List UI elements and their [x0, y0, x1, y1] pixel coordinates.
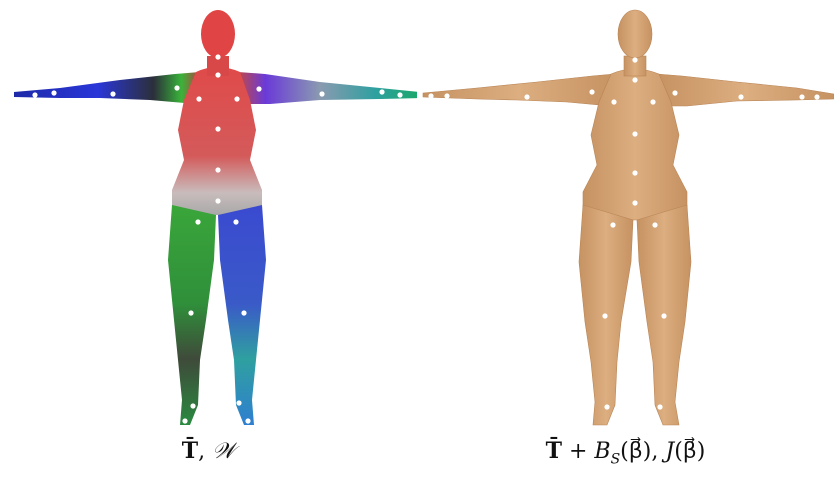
joint — [215, 54, 220, 59]
joint — [110, 91, 115, 96]
joint — [672, 90, 677, 95]
joint — [241, 310, 246, 315]
joint — [234, 96, 239, 101]
joint — [632, 131, 637, 136]
template-mesh-panel: T̄, 𝒲 — [0, 0, 417, 477]
left-caption: T̄, 𝒲 — [0, 438, 417, 464]
right-arm — [238, 72, 417, 104]
joint — [174, 85, 179, 90]
joint — [215, 167, 220, 172]
joint — [379, 89, 384, 94]
joint — [650, 99, 655, 104]
joint — [182, 418, 187, 423]
joint — [738, 94, 743, 99]
shaped-mesh-panel: T̄ + BS(β⃗), J(β⃗) — [417, 0, 834, 477]
joint — [652, 222, 657, 227]
joint — [602, 313, 607, 318]
joint — [814, 94, 819, 99]
head — [618, 10, 652, 58]
joint — [245, 418, 250, 423]
right-leg — [218, 205, 266, 425]
joint — [195, 219, 200, 224]
joint — [397, 92, 402, 97]
joint — [589, 89, 594, 94]
joint — [215, 126, 220, 131]
right-arm — [657, 74, 834, 106]
head — [201, 10, 235, 58]
joint — [799, 94, 804, 99]
joint — [632, 200, 637, 205]
joint — [196, 96, 201, 101]
left-arm — [423, 74, 615, 106]
joint — [32, 92, 37, 97]
joint — [604, 404, 609, 409]
joint — [610, 222, 615, 227]
joint — [611, 99, 616, 104]
joint — [632, 170, 637, 175]
joint — [657, 404, 662, 409]
template-body-figure — [0, 0, 417, 477]
joint — [632, 77, 637, 82]
joint — [215, 72, 220, 77]
joint — [444, 93, 449, 98]
joint — [524, 94, 529, 99]
joint — [236, 400, 241, 405]
joint — [188, 310, 193, 315]
joint — [632, 57, 637, 62]
joint — [190, 403, 195, 408]
shaped-body-figure — [417, 0, 834, 477]
joint — [233, 219, 238, 224]
right-caption: T̄ + BS(β⃗), J(β⃗) — [417, 438, 834, 467]
joint — [661, 313, 666, 318]
joint — [428, 93, 433, 98]
joint — [319, 91, 324, 96]
joint — [215, 198, 220, 203]
joint — [256, 86, 261, 91]
left-arm — [14, 72, 200, 104]
joint — [51, 90, 56, 95]
